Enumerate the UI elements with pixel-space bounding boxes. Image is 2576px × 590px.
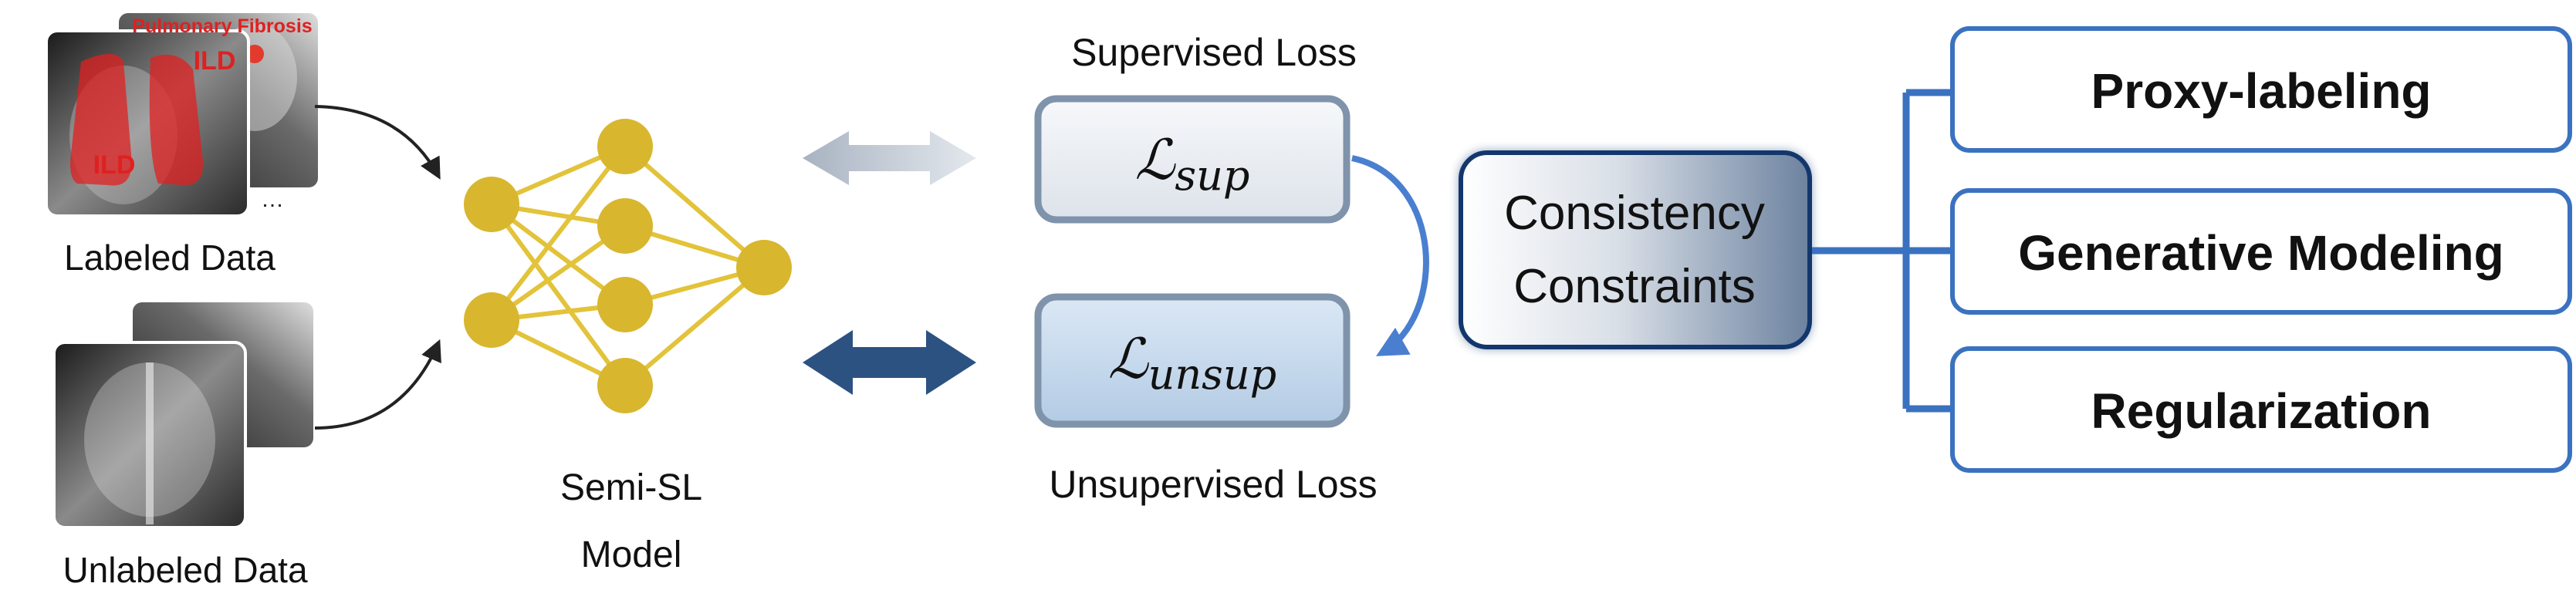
network-edges: [489, 144, 766, 388]
method-box-proxy-labeling: [1950, 26, 2572, 153]
supervised-loss-caption: Supervised Loss: [1071, 31, 1357, 74]
loss-symbol: ℒ: [1135, 127, 1177, 192]
consistency-constraints-box: [1459, 150, 1812, 349]
loss-subscript: sup: [1175, 151, 1249, 200]
method-label-generative-modeling: Generative Modeling: [2018, 225, 2503, 281]
unsupervised-loss-box: [1034, 293, 1351, 428]
loss-subscript: unsup: [1148, 350, 1277, 399]
network-node: [464, 292, 519, 348]
unlabeled-xray-stack: [52, 299, 316, 529]
supervised-bidirectional-arrow: [803, 131, 976, 185]
unlabeled-data-caption: Unlabeled Data: [63, 550, 308, 590]
ild-region-left: [70, 54, 132, 186]
labeled-data-caption: Labeled Data: [64, 238, 276, 278]
unsupervised-bidirectional-arrow: [803, 330, 976, 395]
method-box-regularization: [1950, 346, 2572, 473]
network-node: [597, 277, 653, 332]
method-box-generative-modeling: [1950, 188, 2572, 315]
ild-region-right: [149, 54, 204, 185]
loss-curved-arrow: [1351, 155, 1429, 356]
labeled-xray-stack: Pulmonary Fibrosis ILD ILD …: [45, 10, 321, 217]
method-label-regularization: Regularization: [2091, 383, 2432, 439]
loss-symbol: ℒ: [1108, 326, 1150, 391]
annotation-ild-1: ILD: [194, 46, 236, 76]
model-caption-line1: Semi-SL: [560, 467, 702, 508]
annotation-ild-2: ILD: [93, 150, 136, 180]
method-label-proxy-labeling: Proxy-labeling: [2091, 63, 2432, 119]
network-node: [597, 119, 653, 174]
constraints-line1: Consistency: [1504, 187, 1765, 240]
annotation-title: Pulmonary Fibrosis: [132, 15, 312, 37]
semi-sl-network: [464, 119, 792, 413]
network-node: [464, 177, 519, 232]
unlabeled-input-arrow: [314, 339, 441, 430]
supervised-loss-formula: ℒsup: [1135, 127, 1250, 200]
network-node: [597, 358, 653, 413]
supervised-loss-box: [1034, 95, 1351, 224]
method-connector: [1812, 89, 1952, 413]
labeled-input-arrow: [314, 105, 441, 180]
constraints-line2: Constraints: [1513, 260, 1756, 313]
ellipsis: …: [261, 187, 284, 212]
network-node: [736, 240, 792, 295]
network-node: [597, 198, 653, 254]
unsupervised-loss-formula: ℒunsup: [1108, 326, 1276, 399]
model-caption-line2: Model: [581, 534, 682, 575]
unsupervised-loss-caption: Unsupervised Loss: [1049, 463, 1377, 506]
